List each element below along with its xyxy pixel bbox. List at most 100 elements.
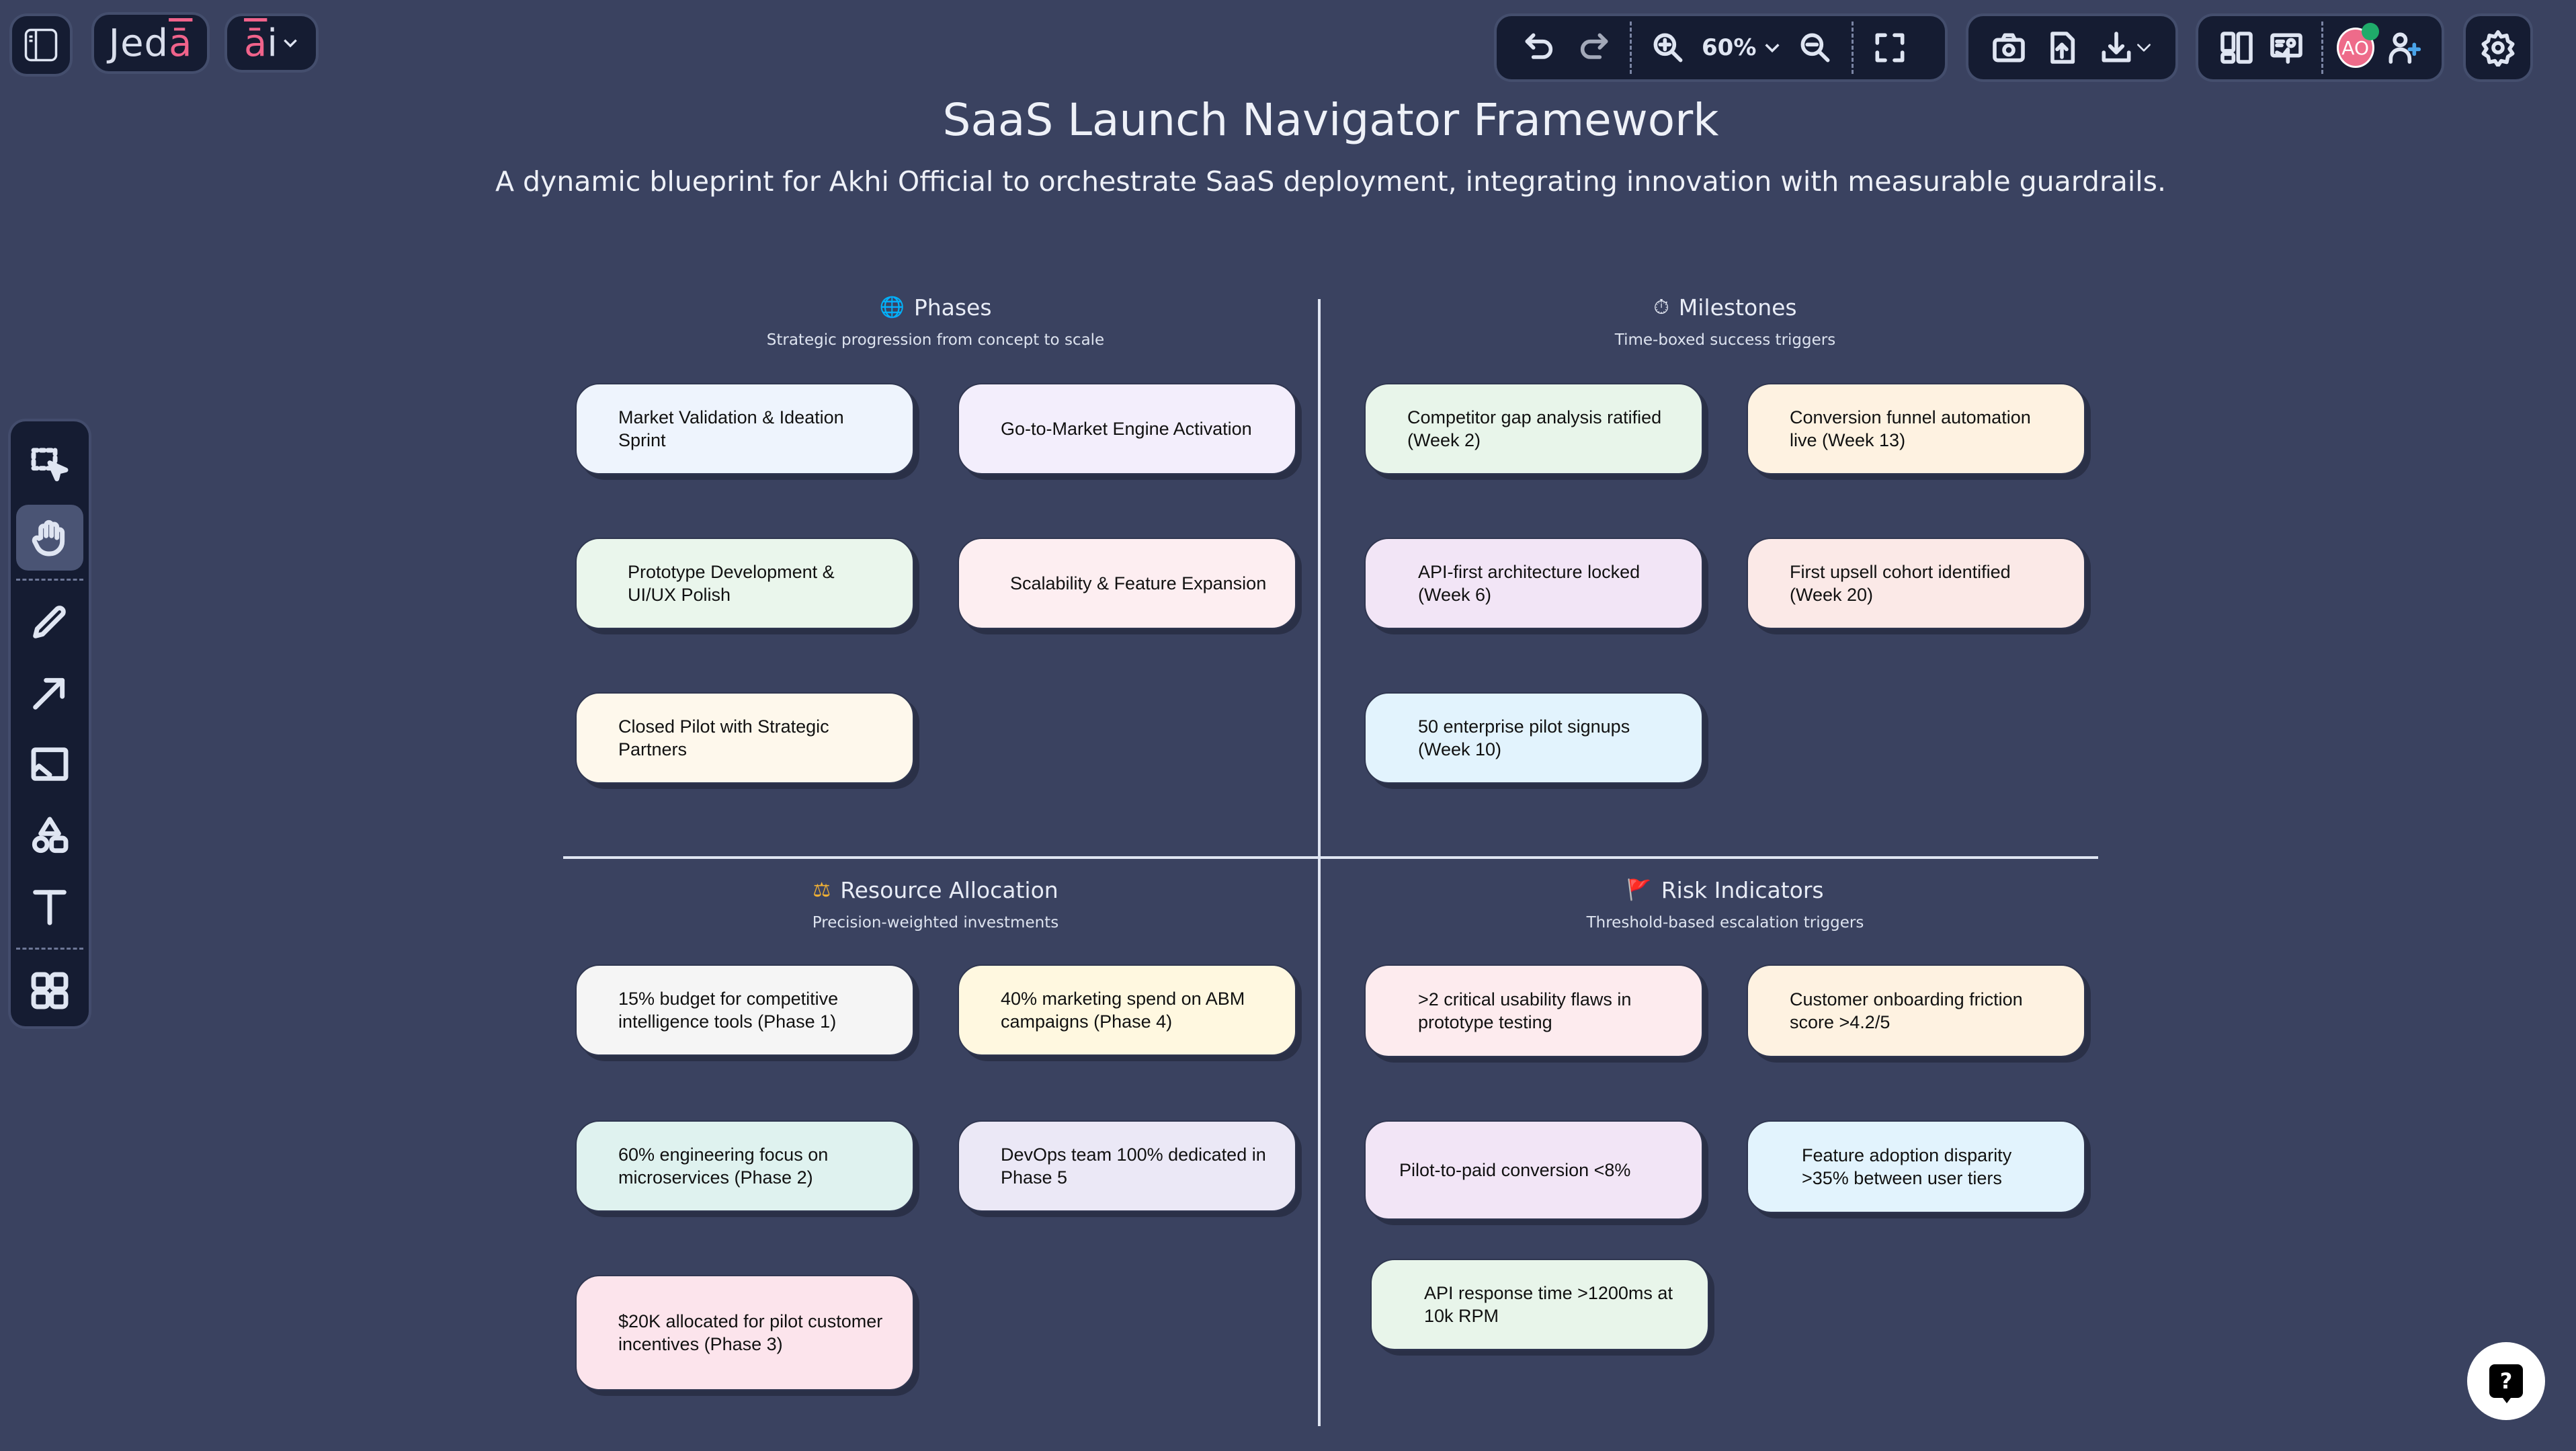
logo-accent: ā xyxy=(169,21,193,65)
shapes-icon xyxy=(32,817,69,854)
risk-card[interactable]: Pilot-to-paid conversion <8% xyxy=(1364,1120,1703,1220)
shapes-tool[interactable] xyxy=(16,802,83,868)
pencil-tool[interactable] xyxy=(16,589,83,655)
ai-menu-button[interactable]: āi xyxy=(227,16,316,70)
page-title: SaaS Launch Navigator Framework xyxy=(942,94,1719,146)
image-icon xyxy=(31,747,69,781)
zoom-level: 60% xyxy=(1702,34,1757,61)
phase-card[interactable]: Prototype Development & UI/UX Polish xyxy=(575,538,914,629)
resource-card[interactable]: DevOps team 100% dedicated in Phase 5 xyxy=(958,1120,1296,1212)
resource-card[interactable]: 40% marketing spend on ABM campaigns (Ph… xyxy=(958,964,1296,1056)
phase-card[interactable]: Scalability & Feature Expansion xyxy=(958,538,1296,629)
download-icon xyxy=(2102,32,2131,63)
risk-card[interactable]: API response time >1200ms at 10k RPM xyxy=(1370,1259,1709,1350)
horizontal-divider xyxy=(563,856,2098,859)
image-tool[interactable] xyxy=(16,731,83,797)
screenshot-button[interactable] xyxy=(1982,21,2035,75)
risk-card[interactable]: Customer onboarding friction score >4.2/… xyxy=(1747,964,2085,1057)
card-text: Conversion funnel automation live (Week … xyxy=(1790,407,2031,450)
section-subtitle: Time-boxed success triggers xyxy=(1614,331,1836,349)
card-text: Prototype Development & UI/UX Polish xyxy=(628,562,835,605)
redo-icon xyxy=(1580,33,1608,59)
phase-card[interactable]: Market Validation & Ideation Sprint xyxy=(575,383,914,474)
card-text: >2 critical usability flaws in prototype… xyxy=(1418,989,1632,1032)
settings-button[interactable] xyxy=(2466,16,2530,79)
zoom-in-button[interactable] xyxy=(1641,21,1695,75)
zoom-level-dropdown[interactable]: 60% xyxy=(1695,34,1788,61)
phase-card[interactable]: Closed Pilot with Strategic Partners xyxy=(575,692,914,784)
ai-accent: ā xyxy=(244,21,267,65)
flag-icon: 🚩 xyxy=(1626,878,1652,902)
user-avatar[interactable]: AO xyxy=(2336,23,2379,68)
card-text: API response time >1200ms at 10k RPM xyxy=(1424,1283,1673,1326)
card-text: 40% marketing spend on ABM campaigns (Ph… xyxy=(1001,989,1245,1032)
milestone-card[interactable]: First upsell cohort identified (Week 20) xyxy=(1747,538,2085,629)
templates-tool[interactable] xyxy=(16,958,83,1024)
card-text: Customer onboarding friction score >4.2/… xyxy=(1790,989,2023,1032)
separator xyxy=(1630,22,1632,74)
select-tool[interactable] xyxy=(16,433,83,499)
text-tool[interactable] xyxy=(16,874,83,940)
section-title: Resource Allocation xyxy=(840,877,1058,903)
zoom-out-icon xyxy=(1800,33,1830,63)
edit-toolbar: 60% xyxy=(1497,16,1945,79)
card-text: $20K allocated for pilot customer incent… xyxy=(618,1311,883,1354)
risk-card[interactable]: >2 critical usability flaws in prototype… xyxy=(1364,964,1703,1057)
grid-icon xyxy=(31,972,69,1009)
present-button[interactable] xyxy=(2261,21,2311,75)
card-text: 15% budget for competitive intelligence … xyxy=(618,989,839,1032)
resource-card[interactable]: 15% budget for competitive intelligence … xyxy=(575,964,914,1056)
redo-button[interactable] xyxy=(1567,21,1620,75)
milestone-card[interactable]: Competitor gap analysis ratified (Week 2… xyxy=(1364,383,1703,474)
chevron-down-icon xyxy=(2137,44,2151,52)
fullscreen-button[interactable] xyxy=(1863,21,1917,75)
camera-icon xyxy=(1992,33,2025,63)
gear-icon xyxy=(2481,30,2515,67)
layout-icon xyxy=(2220,32,2253,64)
help-button[interactable]: ? xyxy=(2467,1342,2545,1420)
help-icon: ? xyxy=(2489,1364,2523,1403)
card-text: 50 enterprise pilot signups (Week 10) xyxy=(1418,716,1630,759)
upload-button[interactable] xyxy=(2035,21,2088,75)
invite-user-button[interactable] xyxy=(2378,21,2428,75)
risks-header: 🚩Risk Indicators Threshold-based escalat… xyxy=(1356,877,2095,931)
section-title: Phases xyxy=(913,294,992,321)
download-button[interactable] xyxy=(2089,21,2162,75)
resource-card[interactable]: 60% engineering focus on microservices (… xyxy=(575,1120,914,1212)
hand-tool[interactable] xyxy=(16,505,83,571)
add-user-icon xyxy=(2388,32,2421,64)
card-text: Closed Pilot with Strategic Partners xyxy=(618,716,829,759)
export-toolbar xyxy=(1968,16,2175,79)
zoom-in-icon xyxy=(1653,33,1683,63)
section-title: Milestones xyxy=(1678,294,1797,321)
card-text: Scalability & Feature Expansion xyxy=(1010,573,1267,593)
section-title: Risk Indicators xyxy=(1661,877,1824,903)
sidebar-icon xyxy=(24,28,58,62)
text-icon xyxy=(33,890,67,925)
undo-button[interactable] xyxy=(1513,21,1567,75)
undo-icon xyxy=(1525,33,1553,59)
phases-header: 🌐 Phases Strategic progression from conce… xyxy=(566,294,1305,349)
sidebar-toggle-button[interactable] xyxy=(12,16,70,74)
card-text: Competitor gap analysis ratified (Week 2… xyxy=(1407,407,1662,450)
milestone-card[interactable]: API-first architecture locked (Week 6) xyxy=(1364,538,1703,629)
separator xyxy=(16,579,83,581)
hand-icon xyxy=(32,520,65,556)
risk-card[interactable]: Feature adoption disparity >35% between … xyxy=(1747,1120,2085,1213)
help-label: ? xyxy=(2499,1368,2513,1394)
pencil-icon xyxy=(33,606,66,638)
milestone-card[interactable]: 50 enterprise pilot signups (Week 10) xyxy=(1364,692,1703,784)
page-subtitle: A dynamic blueprint for Akhi Official to… xyxy=(495,165,2167,198)
arrow-tool[interactable] xyxy=(16,660,83,726)
resource-card[interactable]: $20K allocated for pilot customer incent… xyxy=(575,1275,914,1391)
card-text: First upsell cohort identified (Week 20) xyxy=(1790,562,2011,605)
layout-button[interactable] xyxy=(2212,21,2261,75)
section-subtitle: Strategic progression from concept to sc… xyxy=(766,331,1105,349)
section-subtitle: Precision-weighted investments xyxy=(812,914,1059,931)
resources-header: ⚖Resource Allocation Precision-weighted … xyxy=(566,877,1305,931)
phase-card[interactable]: Go-to-Market Engine Activation xyxy=(958,383,1296,474)
zoom-out-button[interactable] xyxy=(1788,21,1842,75)
milestone-card[interactable]: Conversion funnel automation live (Week … xyxy=(1747,383,2085,474)
globe-icon: 🌐 xyxy=(879,296,905,319)
